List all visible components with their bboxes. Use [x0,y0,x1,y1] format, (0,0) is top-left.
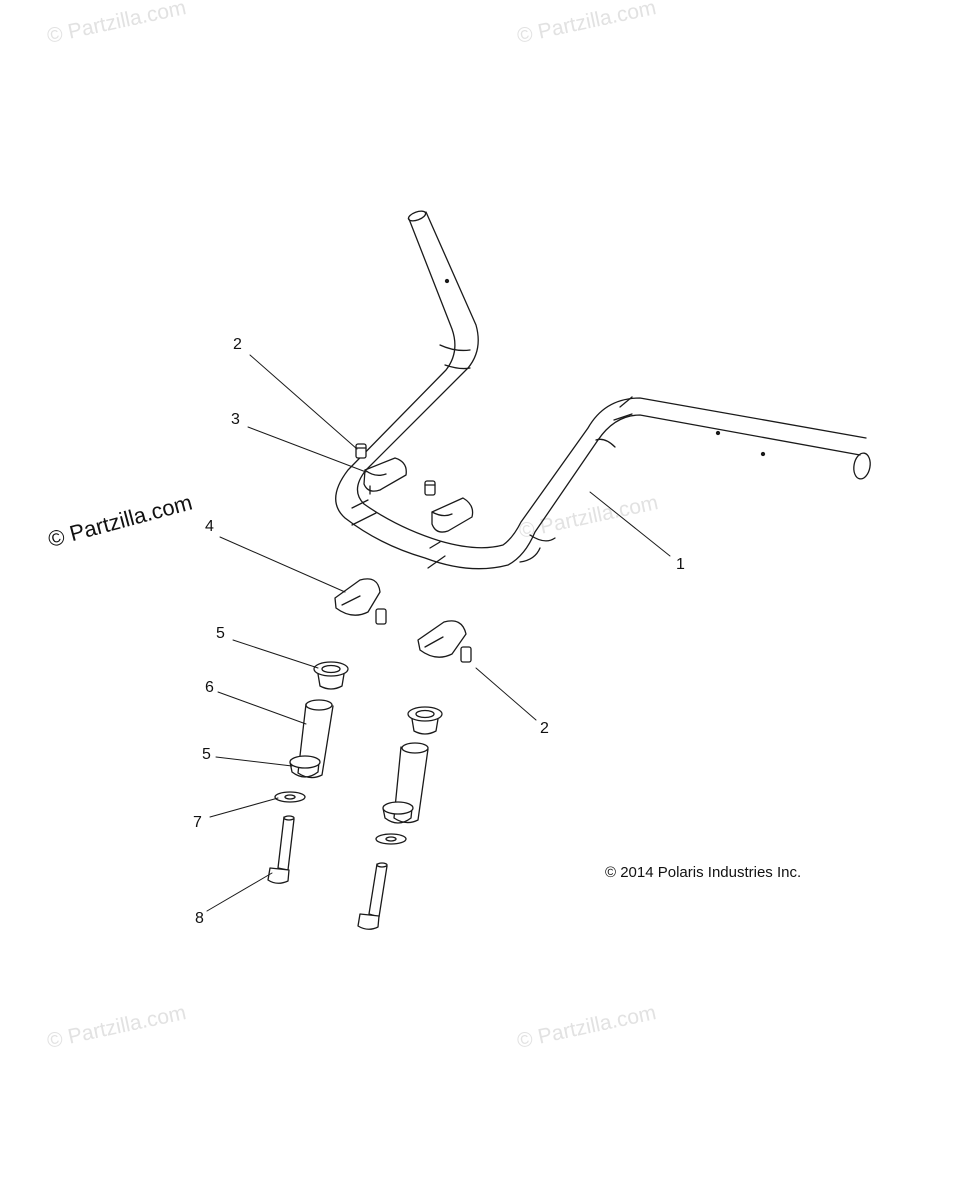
bolt-long-right [357,862,388,930]
callout-6: 6 [205,679,214,696]
bushing-lower-right [382,801,414,824]
callout-2-upper: 2 [233,336,242,353]
copyright-notice: © 2014 Polaris Industries Inc. [605,864,802,881]
bolt-upper-left [355,443,367,459]
callout-8: 8 [195,910,204,927]
bolt-lower-left [375,608,387,625]
upper-clamp-left [363,457,407,495]
washer-right [375,833,407,845]
callout-4: 4 [205,518,214,535]
callout-5-lower: 5 [202,746,211,763]
spacer-left [297,699,334,779]
handlebar [335,210,871,570]
upper-clamp-right [431,497,474,533]
bolt-upper-right [424,480,436,496]
lower-clamp-left [334,578,381,616]
callout-5-upper: 5 [216,625,225,642]
leader-lines [206,354,671,912]
callout-1: 1 [676,556,685,573]
callout-3: 3 [231,411,240,428]
bolt-long-left [267,815,295,884]
washer-left [274,791,306,803]
lower-clamp-right [417,620,467,658]
callout-7: 7 [193,814,202,831]
bushing-lower-left [289,755,321,778]
bushing-upper-right [407,706,443,735]
spacer-right [393,742,429,824]
bolt-lower-right [460,646,472,663]
bushing-upper-left [313,661,349,690]
callout-2-lower: 2 [540,720,549,737]
